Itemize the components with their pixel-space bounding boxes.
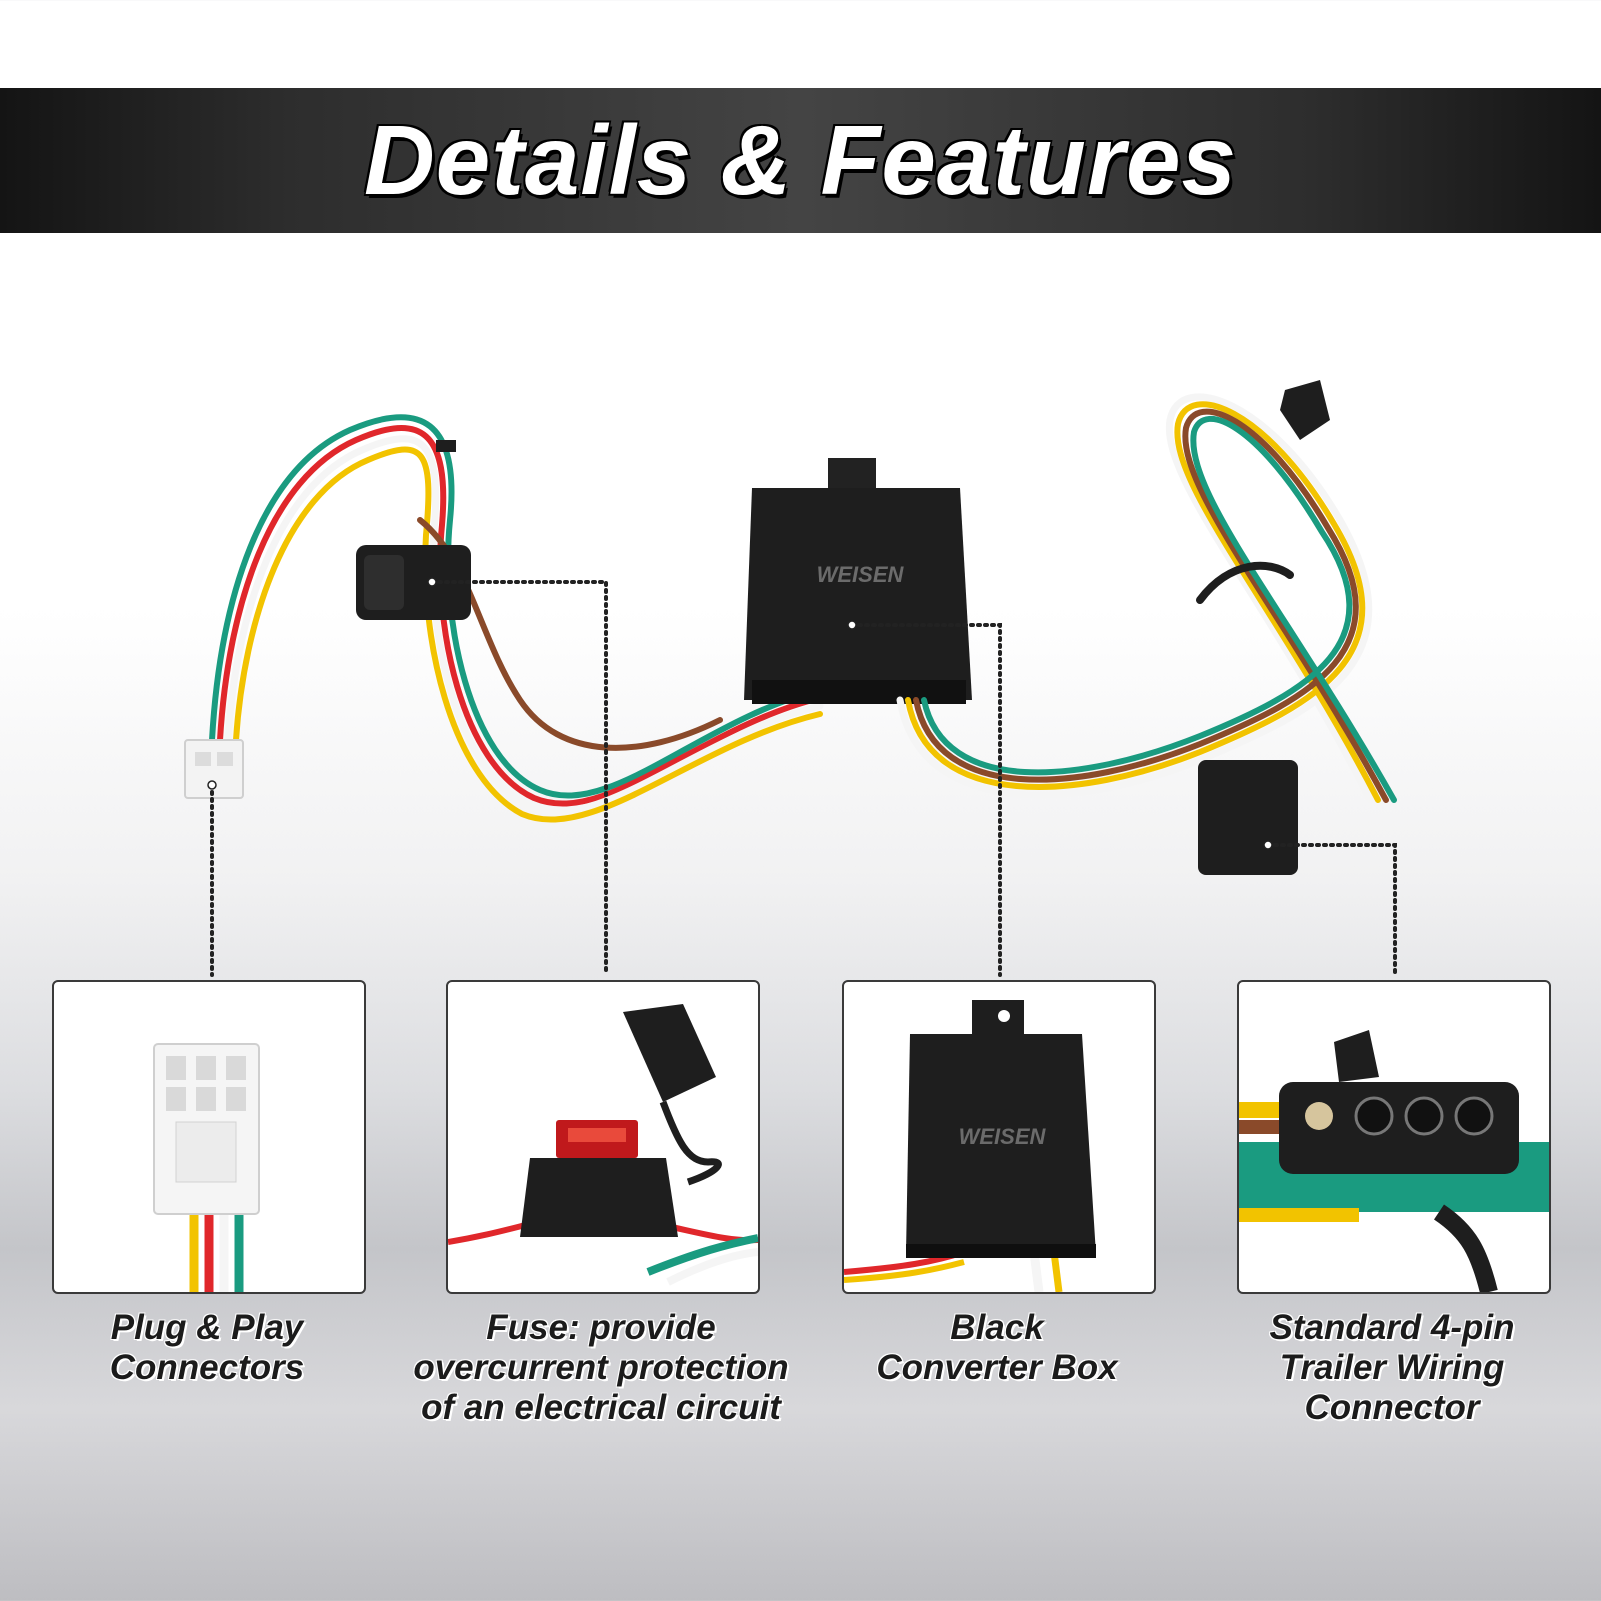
caption-four-pin: Standard 4-pin Trailer Wiring Connector xyxy=(1269,1308,1515,1427)
fuse-holder xyxy=(356,440,471,620)
product-diagram: WEISEN xyxy=(184,380,1397,977)
converter-box: WEISEN xyxy=(744,458,972,704)
svg-text:WEISEN: WEISEN xyxy=(959,1124,1047,1149)
header-banner: Details & Features xyxy=(0,88,1601,233)
four-pin-connector xyxy=(1198,380,1330,875)
panel-fuse xyxy=(446,980,760,1294)
caption-plug-play: Plug & Play Connectors xyxy=(109,1308,305,1387)
leader-dots xyxy=(207,577,1273,850)
wire-harness-right xyxy=(896,393,1397,804)
panel-plug-connector xyxy=(52,980,366,1294)
page-title: Details & Features xyxy=(363,105,1238,215)
plug-connector xyxy=(184,739,244,799)
panel-converter-box: WEISEN xyxy=(842,980,1156,1294)
caption-fuse: Fuse: provide overcurrent protection of … xyxy=(413,1308,789,1427)
fuse-icon xyxy=(448,1004,758,1286)
caption-converter-box: Black Converter Box xyxy=(876,1308,1118,1387)
converter-box-icon: WEISEN xyxy=(844,1000,1096,1292)
plug-connector-icon xyxy=(153,1043,260,1292)
svg-text:WEISEN: WEISEN xyxy=(817,562,905,587)
leader-lines xyxy=(210,580,1397,977)
four-pin-connector-icon xyxy=(1239,1030,1549,1292)
wire-harness-left xyxy=(209,414,824,823)
panel-four-pin-connector xyxy=(1237,980,1551,1294)
